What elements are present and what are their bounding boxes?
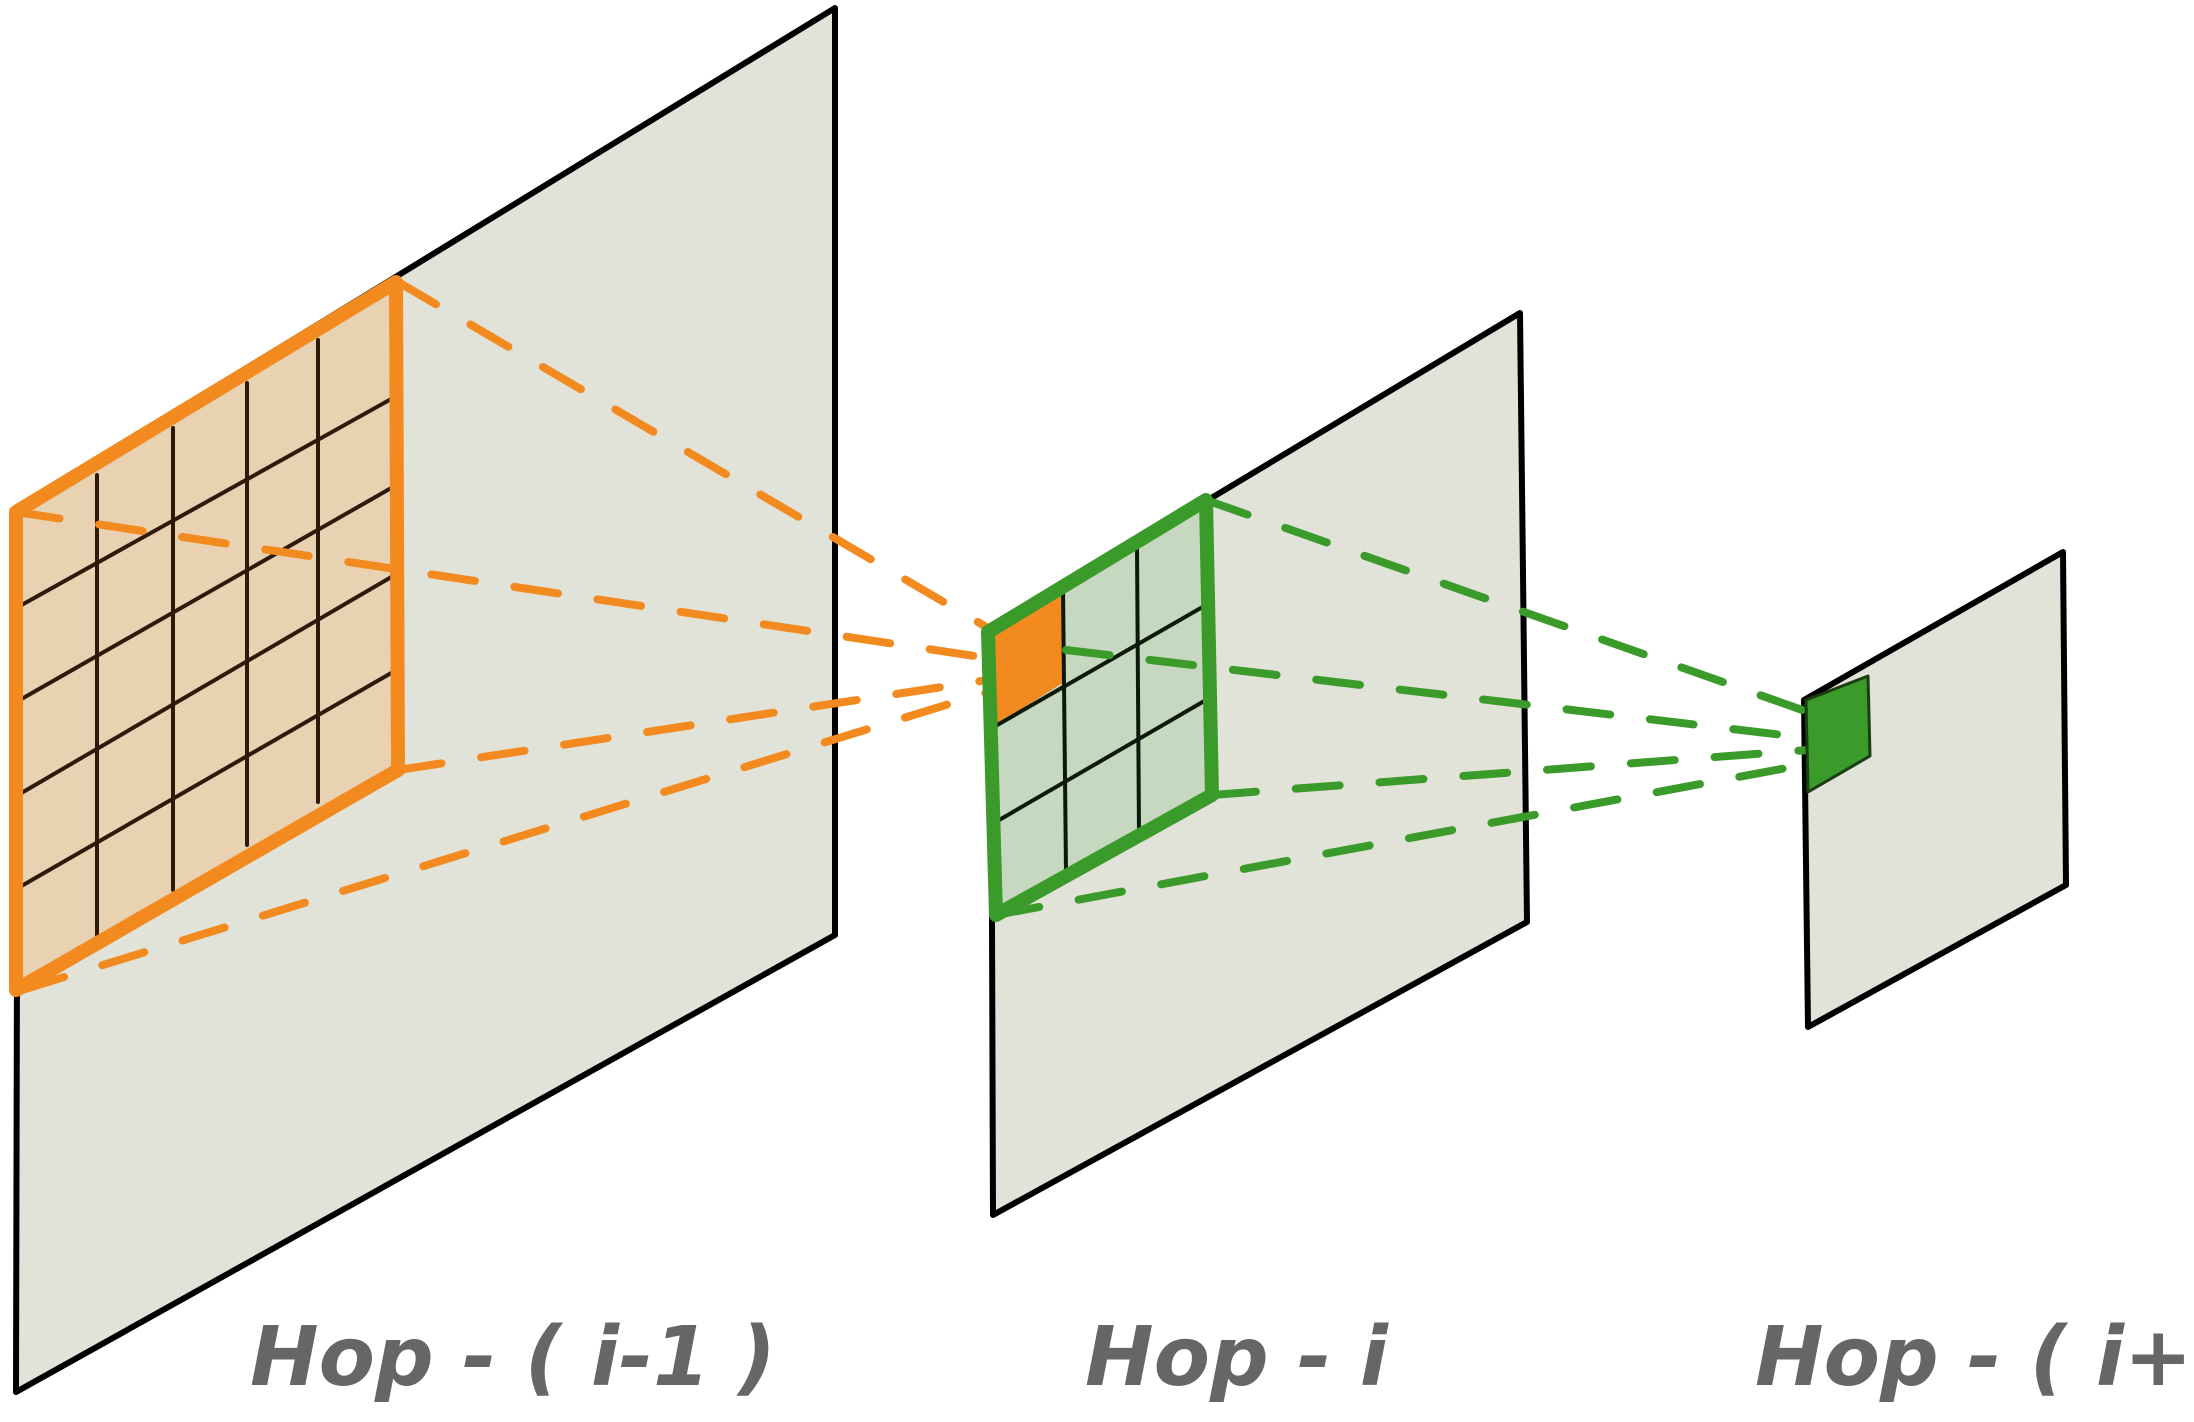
receptive-field-3x3 xyxy=(981,493,1219,922)
highlighted-cell-green xyxy=(1804,674,1872,794)
green-projection-lines xyxy=(992,496,1812,919)
receptive-field-5x5-grid xyxy=(16,338,395,937)
orange-projection-lines xyxy=(12,278,992,994)
label-hop-prev: Hop - ( i-1 ) xyxy=(250,1310,776,1405)
receptive-field-3x3-grid xyxy=(990,546,1208,874)
plane-hop-current xyxy=(988,310,1530,1218)
plane-hop-next xyxy=(1801,549,2069,1030)
plane-hop-prev xyxy=(13,5,838,1395)
label-hop-current: Hop - i xyxy=(1085,1310,1390,1405)
label-hop-next: Hop - ( i+1 ) xyxy=(1755,1310,2194,1405)
receptive-field-5x5 xyxy=(9,275,405,997)
